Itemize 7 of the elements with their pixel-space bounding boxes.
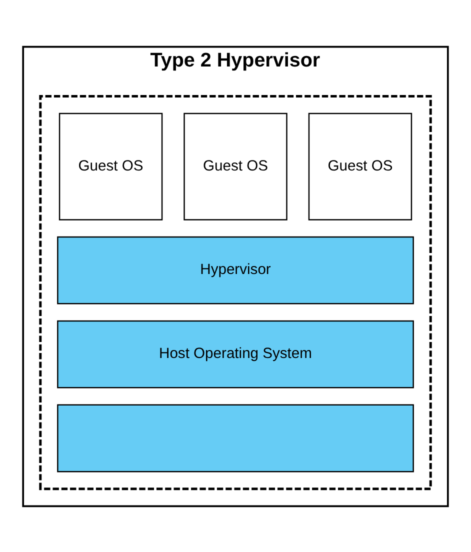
node-box: Hypervisor [57, 236, 414, 304]
cluster [39, 94, 432, 490]
node-box: Guest OS [308, 112, 412, 220]
node-box: Host Operating System [57, 320, 414, 388]
node-box [57, 404, 414, 472]
node-box: Guest OS [184, 112, 288, 220]
node-box: Guest OS [58, 112, 163, 220]
